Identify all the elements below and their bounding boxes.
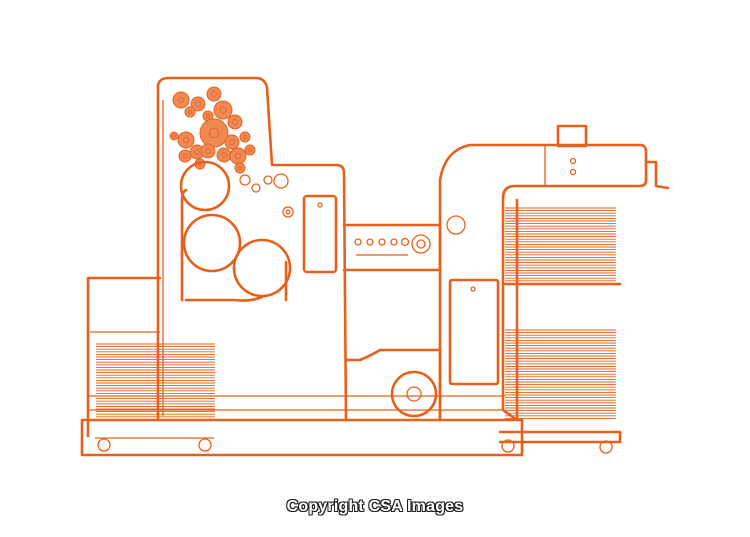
- ink-roller-core: [234, 152, 242, 160]
- ink-rollers: [169, 86, 256, 174]
- tower-panel: [448, 278, 500, 386]
- ink-roller-core: [242, 134, 248, 140]
- drive-hub: [406, 386, 422, 402]
- right-cart-base: [498, 430, 622, 444]
- small-roller: [251, 183, 261, 193]
- drive-wheel: [390, 370, 438, 418]
- small-roller: [239, 174, 251, 186]
- blanket-cylinder: [182, 213, 242, 273]
- ink-roller-core: [211, 91, 217, 97]
- ink-roller-core: [229, 139, 235, 145]
- ink-roller-core: [172, 134, 176, 138]
- ink-roller: [216, 147, 232, 163]
- ink-roller: [199, 118, 229, 148]
- ink-roller-core: [194, 149, 200, 155]
- ink-roller: [184, 106, 196, 118]
- small-roller: [273, 173, 289, 189]
- left-paper-stack: [96, 343, 215, 418]
- ink-roller: [178, 149, 192, 163]
- ink-roller: [244, 144, 256, 156]
- pressure-gauge-center: [285, 209, 291, 215]
- printing-unit-housing: [156, 76, 348, 422]
- ink-roller-core: [221, 152, 227, 158]
- ink-roller-core: [237, 165, 243, 171]
- ink-roller: [213, 100, 233, 120]
- ink-roller-core: [232, 119, 238, 125]
- delivery-tower: [438, 143, 648, 422]
- pressure-gauge: [282, 206, 294, 218]
- base-platform: [80, 418, 524, 457]
- ink-roller: [229, 147, 247, 165]
- ink-roller: [224, 134, 240, 150]
- ink-roller: [227, 114, 243, 130]
- ink-roller: [172, 91, 190, 109]
- ink-roller: [200, 143, 216, 159]
- ink-roller: [169, 131, 179, 141]
- ink-roller-core: [219, 106, 227, 114]
- ink-roller: [190, 96, 206, 112]
- tower-top-block: [556, 124, 588, 148]
- impression-cylinder: [232, 238, 292, 298]
- ink-roller-core: [187, 109, 193, 115]
- ink-roller-core: [205, 148, 211, 154]
- right-upper-paper-stack: [505, 207, 616, 282]
- hand-crank: [644, 160, 670, 190]
- ink-roller: [206, 86, 222, 102]
- lower-frame-block: [344, 348, 442, 420]
- ink-roller-core: [182, 136, 190, 144]
- side-door: [302, 194, 338, 274]
- ink-roller: [239, 131, 251, 143]
- ink-roller: [234, 162, 246, 174]
- cylinder-frame: [180, 188, 288, 302]
- ink-roller-core: [182, 153, 188, 159]
- cart-wheels: [95, 437, 613, 454]
- plate-cylinder: [179, 160, 231, 212]
- ink-roller-core: [208, 127, 220, 139]
- small-roller: [263, 175, 273, 185]
- ink-roller-core: [205, 113, 211, 119]
- door-screw: [317, 202, 323, 208]
- right-lower-paper-stack: [505, 329, 616, 419]
- control-knobs: [354, 234, 431, 256]
- tower-gauge: [446, 215, 466, 235]
- ink-roller-core: [247, 147, 253, 153]
- copyright-watermark: Copyright CSA Images: [286, 498, 464, 515]
- ink-roller-core: [177, 96, 185, 104]
- panel-screw: [470, 286, 476, 292]
- delivery-bridge: [342, 223, 442, 272]
- tower-button: [569, 157, 577, 165]
- tower-button: [569, 168, 577, 176]
- ink-roller: [177, 131, 195, 149]
- feeder-housing: [86, 276, 162, 438]
- ink-roller-core: [195, 101, 201, 107]
